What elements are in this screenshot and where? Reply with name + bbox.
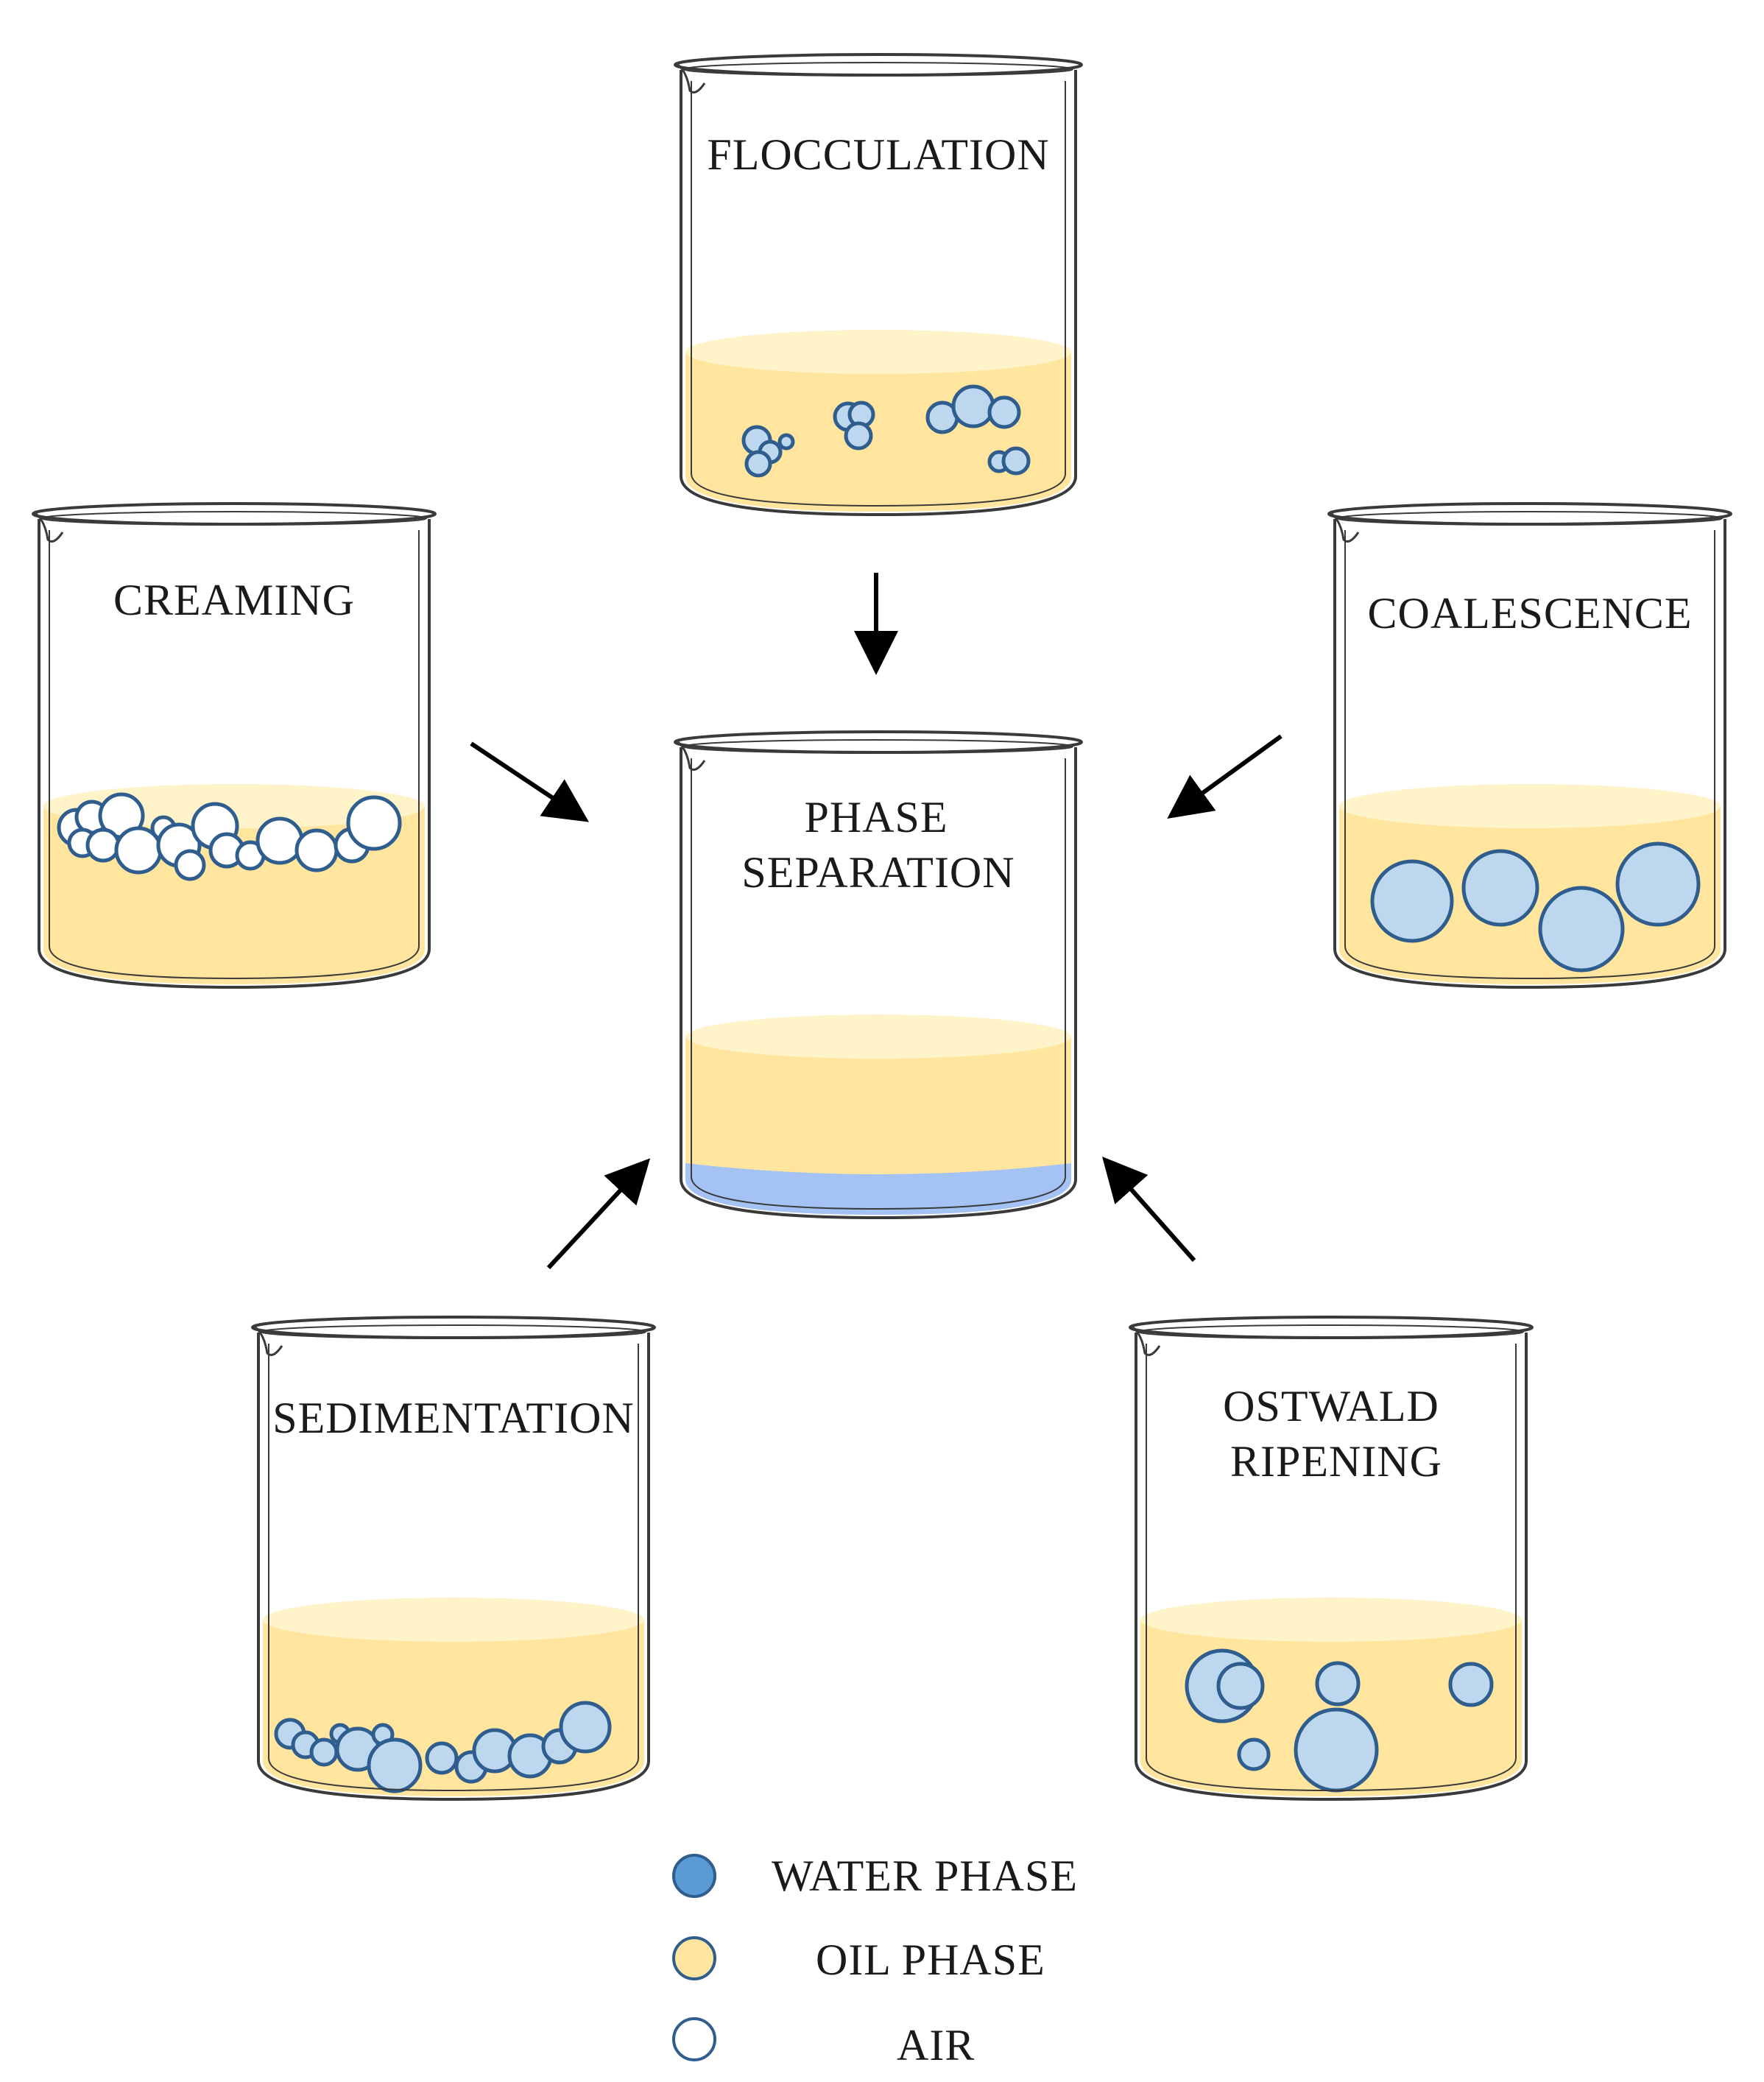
arrow-coalescence [1167,734,1283,819]
arrow-ostwald [1102,1157,1196,1262]
sedimentation-label: SEDIMENTATION [272,1394,634,1442]
arrow-sedimentation [546,1158,651,1270]
coalescence-label: COALESCENCE [1367,589,1692,638]
phase-separation-label-line1: PHASE [804,793,948,841]
arrow-creaming [470,741,589,822]
legend-air-swatch [672,2017,716,2061]
ostwald-ripening-label-line1: OSTWALD [1223,1382,1439,1430]
creaming-label: CREAMING [113,576,355,624]
legend-air-label: AIR [897,2021,975,2069]
coalescence-beaker [1327,502,1732,989]
phase-separation-label-line2: SEPARATION [741,848,1015,897]
legend-water-swatch [672,1854,716,1898]
ostwald-ripening-beaker [1129,1316,1534,1802]
creaming-beaker [32,502,437,989]
legend-oil-swatch [672,1936,716,1980]
flocculation-beaker [674,53,1083,517]
legend: WATER PHASE OIL PHASE AIR [672,1852,1078,2069]
phase-separation-beaker [674,730,1083,1220]
legend-water-label: WATER PHASE [772,1852,1078,1900]
sedimentation-beaker [251,1316,656,1802]
legend-oil-label: OIL PHASE [816,1935,1045,1984]
ostwald-ripening-label-line2: RIPENING [1230,1437,1442,1486]
flocculation-label: FLOCCULATION [707,130,1049,179]
